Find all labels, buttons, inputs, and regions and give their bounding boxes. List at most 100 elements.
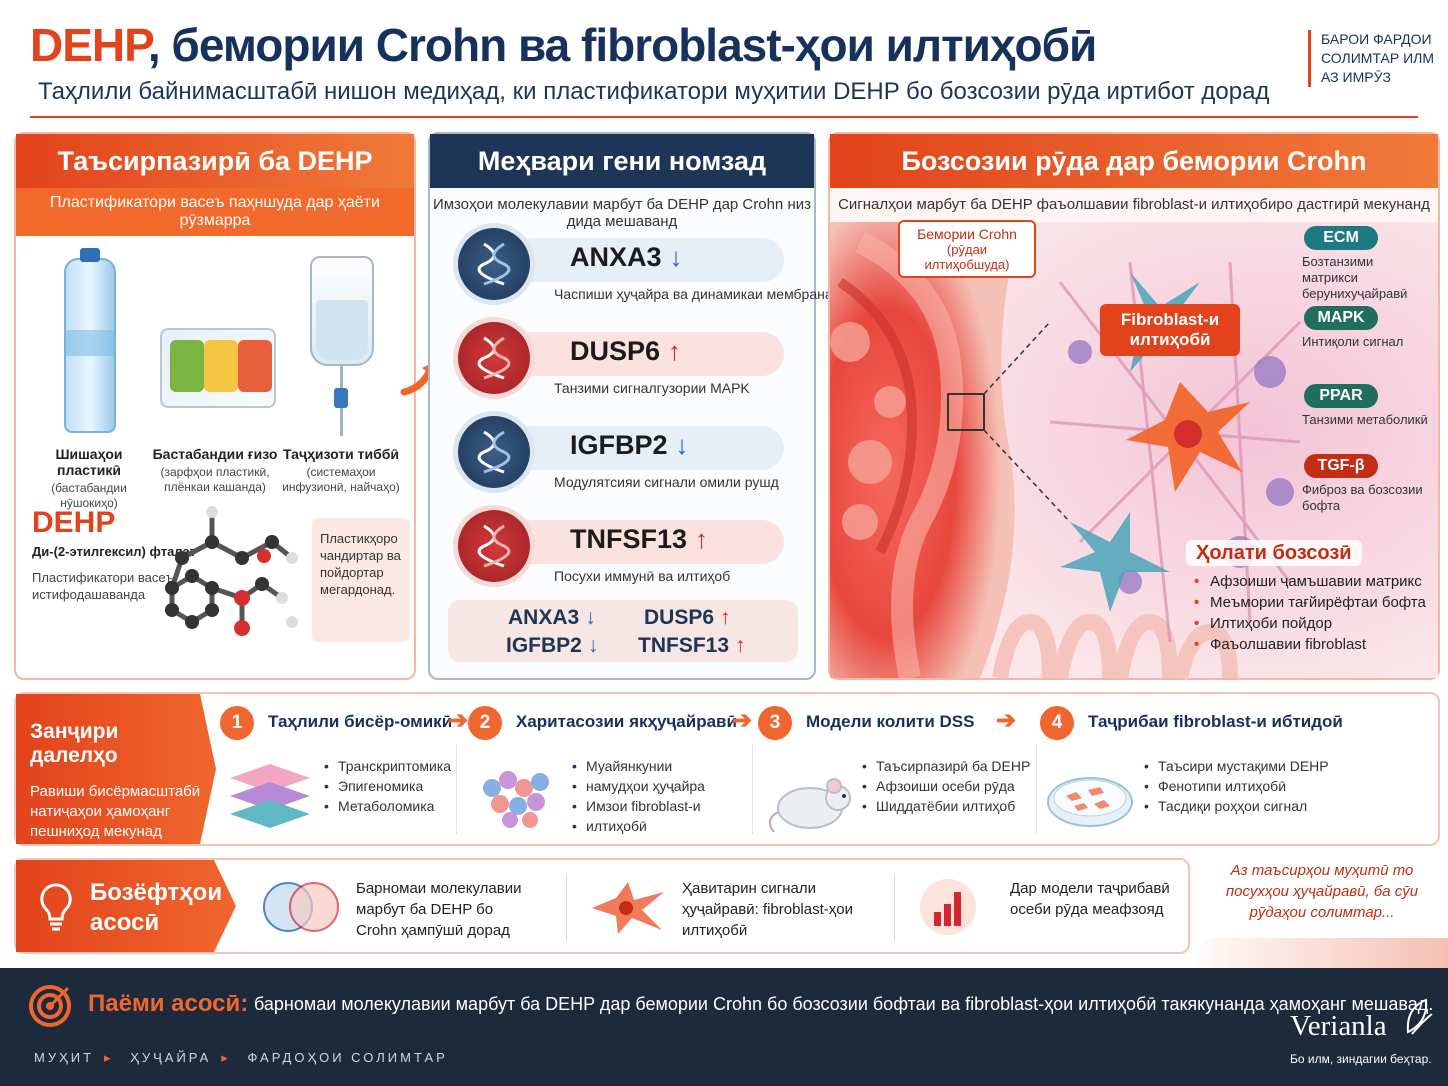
tissue-decoration: [1196, 938, 1448, 970]
food-container-icon: [152, 248, 278, 438]
gene-card-anxa3: ANXA3↓ Часпиши ҳуҷайра ва динамикаи мемб…: [458, 224, 833, 306]
key-findings: Бозёфтҳои асосӣ Барномаи молекулавии мар…: [14, 858, 1190, 954]
exposure-item-desc: (системаҳои инфузионӣ, найчаҳо): [282, 465, 400, 494]
gene-name: DUSP6↑: [570, 336, 682, 366]
page-title: DEHP, бемории Crohn ва fibroblast-ҳои ил…: [30, 18, 1097, 72]
water-bottle-icon: [26, 248, 152, 438]
arrow-down-icon: ↓: [669, 242, 683, 272]
gene-name: ANXA3↓: [570, 242, 683, 272]
bar-chart-icon: [920, 879, 976, 935]
cell-cluster-icon: [483, 771, 549, 828]
target-icon: [29, 985, 71, 1027]
findings-title: Бозёфтҳои асосӣ: [90, 879, 223, 936]
gene-card-igfbp2: IGFBP2↓ Модулятсияи сигнали омили рушд: [458, 412, 788, 494]
exposure-item-desc: (бастабандии нӯшокиҳо): [51, 481, 127, 510]
gene-card-dusp6: DUSP6↑ Танзими сигналгузории MAPK: [458, 318, 788, 400]
exposure-item-name: Шишаҳои пластикӣ: [55, 446, 123, 478]
pathway-ppar: PPAR Танзими метаболикӣ: [1302, 384, 1432, 428]
state-item: Меъмории тағйирёфтаи бофта: [1186, 592, 1426, 613]
state-item: Афзоиши ҷамъшавии матрикс: [1186, 571, 1426, 592]
chevron-right-icon: ➔: [996, 707, 1017, 734]
evidence-step-4: 4 Таҷрибаи fibroblast-и ибтидоӣ Таъсири …: [1040, 706, 1420, 846]
exposure-item-bottle: Шишаҳои пластикӣ (бастабандии нӯшокиҳо): [26, 248, 152, 511]
dehp-callout: Пластикҳоро чандиртар ва пойдортар мегар…: [312, 518, 410, 642]
gene-name: TNFSF13↑: [570, 524, 709, 554]
gene-desc: Часпиши ҳуҷайра ва динамикаи мембрана: [554, 286, 833, 302]
arrow-up-icon: ↑: [668, 336, 682, 366]
fibroblast-label: Fibroblast-и илтиҳобӣ: [1100, 304, 1240, 356]
pathway-tgfb: TGF-β Фиброз ва бозсозии бофта: [1302, 454, 1432, 514]
exposure-title: Таъсирпазирӣ ба DEHP: [16, 134, 414, 188]
tagline: Барои фардои солимтар илм аз имрӯз: [1308, 30, 1438, 87]
brand-logo: Verianla: [1290, 1010, 1387, 1042]
lightbulb-icon: [40, 883, 72, 931]
exposure-subtitle: Пластификатори васеъ паҳншуда дар ҳаёти …: [16, 188, 414, 236]
exposure-item-name: Таҷҳизоти тиббӣ: [282, 446, 400, 462]
header-divider: [30, 116, 1418, 118]
pathway-ecm: ECM Бозтанзими матрикси берунихуҷайравӣ: [1302, 226, 1432, 302]
dehp-chemical-name: Ди-(2-этилгексил) фталат: [32, 544, 197, 559]
remodeling-state: Ҳолати бозсозӣ Афзоиши ҷамъшавии матрикс…: [1186, 540, 1426, 655]
gene-card-tnfsf13: TNFSF13↑ Посухи иммунӣ ва илтиҳоб: [458, 506, 788, 588]
gene-desc: Танзими сигналгузории MAPK: [554, 380, 750, 396]
footer-keywords: МУҲИТ▸ ҲУҶАЙРА▸ ФАРДОҲОИ СОЛИМТАР: [34, 1050, 448, 1065]
exposure-item-desc: (зарфҳои пластикӣ, плёнкаи кашанда): [160, 465, 270, 494]
gene-desc: Модулятсияи сигнали омили рушд: [554, 474, 779, 490]
gene-name: IGFBP2↓: [570, 430, 689, 460]
closing-quote: Аз таъсирҳои муҳитӣ то посухҳои ҳуҷайрав…: [1225, 862, 1419, 921]
state-title: Ҳолати бозсозӣ: [1186, 540, 1362, 566]
dna-icon: [458, 416, 530, 488]
summary-gene: TNFSF13↑: [638, 634, 746, 657]
evidence-step-2: 2 Харитасозии якҳуҷайравӣ Муайянкунии на…: [468, 706, 748, 846]
title-accent: DEHP: [30, 19, 149, 71]
evidence-lead: Занҷири далелҳо Равиши бисёрмасштабӣ нат…: [16, 694, 216, 844]
leaf-icon: [1406, 998, 1433, 1035]
page-subtitle: Таҳлили байнимасштабӣ нишон медиҳад, ки …: [38, 78, 1270, 105]
exposure-item-food: Бастабандии ғизо (зарфҳои пластикӣ, плён…: [152, 248, 278, 511]
dna-icon: [458, 510, 530, 582]
chevron-right-icon: ➔: [732, 707, 753, 734]
exposure-panel: Таъсирпазирӣ ба DEHP Пластификатори васе…: [14, 132, 416, 680]
iv-bag-icon: [278, 248, 404, 438]
molecule-icon: [165, 506, 298, 636]
layers-icon: [230, 764, 310, 828]
arrow-up-icon: ↑: [695, 524, 709, 554]
message-label: Паёми асосӣ:: [88, 990, 249, 1017]
evidence-desc: Равиши бисёрмасштабӣ натиҷаҳои ҳамоҳанг …: [30, 783, 201, 840]
footer: Паёми асосӣ: барномаи молекулавии марбут…: [0, 968, 1448, 1086]
dehp-info: DEHP Ди-(2-этилгексил) фталат Пластифика…: [32, 506, 196, 603]
dehp-note: Пластификатори васеъ истифодашаванда: [32, 570, 174, 602]
remodeling-panel: Бозсозии рӯда дар бемории Crohn Сигналҳо…: [828, 132, 1440, 681]
state-item: Илтиҳоби пойдор: [1186, 613, 1426, 634]
mouse-icon: [768, 778, 851, 833]
gene-title: Меҳвари гени номзад: [430, 134, 814, 188]
message-text: барномаи молекулавии марбут ба DEHP дар …: [254, 994, 1434, 1014]
arrow-down-icon: ↓: [675, 430, 689, 460]
venn-diagram-icon: [263, 882, 339, 932]
summary-gene: IGFBP2↓: [506, 634, 599, 657]
dna-icon: [458, 228, 530, 300]
fibroblast-cell-icon: [592, 882, 664, 934]
brand-slogan: Бо илм, зиндагии беҳтар.: [1290, 1052, 1432, 1066]
exposure-item-medical: Таҷҳизоти тиббӣ (системаҳои инфузионӣ, н…: [278, 248, 404, 511]
summary-gene: ANXA3↓: [508, 606, 596, 629]
gene-summary: ANXA3↓ DUSP6↑ IGFBP2↓ TNFSF13↑: [448, 600, 798, 662]
gene-desc: Посухи иммунӣ ва илтиҳоб: [554, 568, 731, 584]
petri-dish-icon: [1047, 777, 1133, 827]
pathway-mapk: MAPK Интиқоли сигнал: [1302, 306, 1432, 350]
evidence-title: Занҷири далелҳо: [30, 720, 119, 767]
crohn-label: Бемории Crohn (рӯдаи илтиҳобшуда): [898, 220, 1036, 278]
summary-gene: DUSP6↑: [644, 606, 731, 629]
gene-subtitle: Имзоҳои молекулавии марбут ба DEHP дар C…: [433, 196, 811, 230]
evidence-step-1: 1 Таҳлили бисёр-омикӣ Транскриптомика Эп…: [220, 706, 460, 846]
dna-icon: [458, 322, 530, 394]
remodeling-subtitle: Сигналҳои марбут ба DEHP фаъолшавии fibr…: [838, 196, 1430, 213]
dehp-label: DEHP: [32, 506, 116, 539]
exposure-item-name: Бастабандии ғизо: [152, 446, 278, 462]
chevron-right-icon: ➔: [448, 707, 469, 734]
title-main: , бемории Crohn ва fibroblast-ҳои илтиҳо…: [147, 19, 1097, 71]
remodeling-title: Бозсозии рӯда дар бемории Crohn: [830, 134, 1438, 188]
state-item: Фаъолшавии fibroblast: [1186, 634, 1426, 655]
evidence-step-3: 3 Модели колити DSS Таъсирпазирӣ ба DEHP…: [758, 706, 1038, 846]
exposure-sources: Шишаҳои пластикӣ (бастабандии нӯшокиҳо) …: [16, 236, 414, 511]
